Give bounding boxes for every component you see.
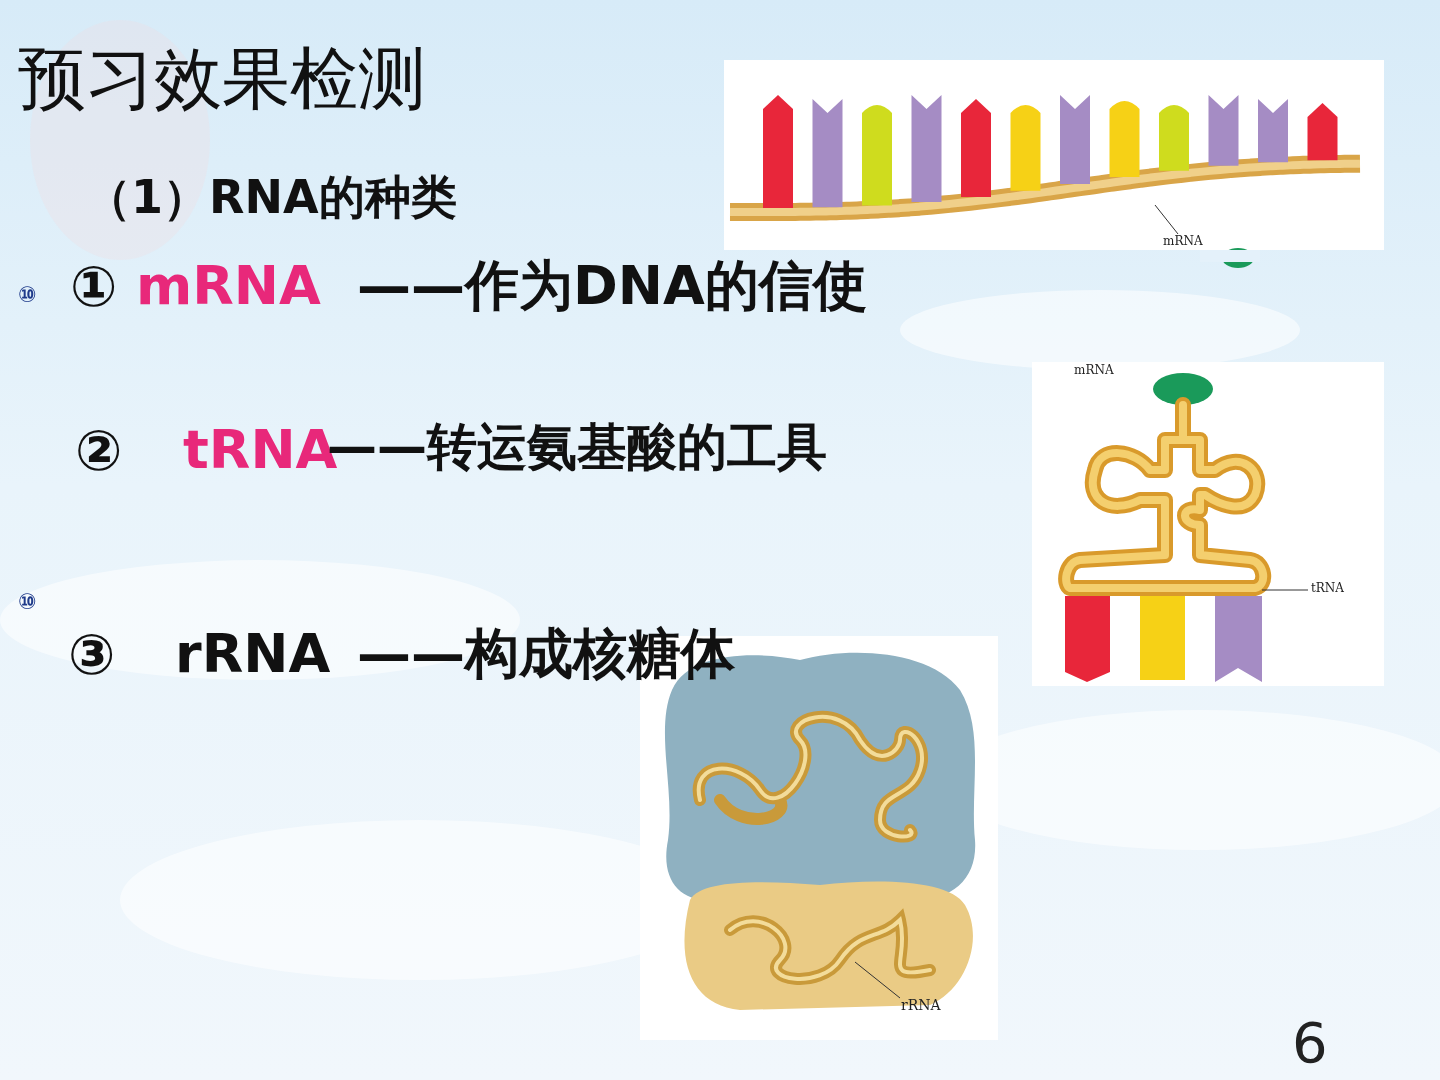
part-label: rRNA — [901, 998, 941, 1013]
mrna-base — [961, 99, 991, 197]
ribosome-illustration — [640, 636, 998, 1040]
subtitle: （1）RNA的种类 — [85, 172, 457, 223]
rna-function: ——作为DNA的信使 — [357, 256, 867, 315]
item-number: ① — [70, 256, 117, 318]
item-number: ② — [75, 420, 122, 482]
rna-name: mRNA — [136, 256, 321, 315]
mrna-base — [1110, 101, 1140, 177]
slide-title: 预习效果检测 — [18, 42, 426, 117]
rna-function: ——构成核糖体 — [357, 624, 735, 683]
leader-line — [1155, 205, 1178, 234]
part-label: tRNA — [1311, 582, 1344, 595]
bullet-symbol: ⑩ — [18, 590, 37, 614]
bullet-symbol: ⑩ — [18, 283, 37, 307]
item-number: ③ — [68, 624, 115, 686]
mrna-base — [1060, 95, 1090, 184]
mrna-base — [1308, 103, 1338, 160]
trna-illustration — [1032, 362, 1384, 686]
mrna-base — [1011, 105, 1041, 191]
part-label: mRNA — [1163, 235, 1203, 248]
mrna-base — [1258, 99, 1288, 162]
part-label: mRNA — [1074, 364, 1114, 377]
rna-name: tRNA — [183, 420, 337, 479]
rna-function: ——转运氨基酸的工具 — [327, 420, 827, 475]
page-number: 6 — [1292, 1012, 1328, 1074]
mrna-base — [813, 99, 843, 207]
mrna-base — [862, 105, 892, 205]
mrna-base — [912, 95, 942, 202]
rna-name: rRNA — [175, 624, 330, 683]
background-clouds — [0, 20, 1440, 980]
mrna-base — [1159, 105, 1189, 171]
mrna-base — [1209, 95, 1239, 166]
mrna-illustration — [724, 60, 1384, 268]
mrna-base — [763, 95, 793, 208]
